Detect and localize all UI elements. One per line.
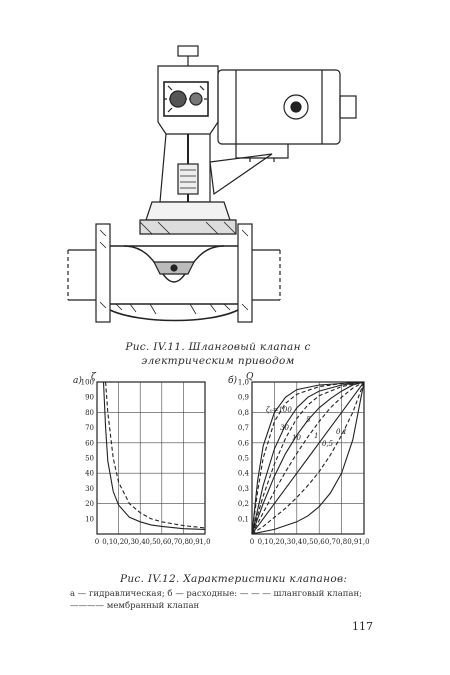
chart-b-x-tick: 0 <box>250 538 254 546</box>
right-flange <box>237 223 253 323</box>
chart-a-y-tick: 90 <box>85 394 94 402</box>
chart-a-y-tick: 20 <box>85 500 94 508</box>
figure-iv12-legend: а — гидравлическая; б — расходные: — — —… <box>70 589 363 611</box>
chart-b-frame <box>251 381 365 535</box>
chart-b-x-tick: 0,5 <box>302 538 313 546</box>
chart-b-curve-label: 0,5 <box>322 440 334 448</box>
chart-b-y-label: Q <box>246 372 254 382</box>
chart-b-curve-label: 30 <box>280 424 289 432</box>
chart-b-curve-label: ζ₀=100 <box>266 406 292 414</box>
valve-top-cap <box>177 45 199 57</box>
chart-b-curve-label: 0,1 <box>336 428 347 436</box>
valve-drawing <box>67 45 357 323</box>
chart-a-y-tick: 50 <box>85 455 94 463</box>
chart-b-x-tick: 0,2 <box>269 538 280 546</box>
figure-iv12-caption: Рис. IV.12. Характеристики клапанов: <box>120 573 348 585</box>
chart-b-x-tick: 1,0 <box>358 538 369 546</box>
chart-b-x-tick: 0,4 <box>291 538 303 546</box>
chart-b-y-tick: 0,2 <box>238 500 249 508</box>
chart-a-x-tick: 0,4 <box>135 538 147 546</box>
chart-b-curve-label: 1 <box>314 432 318 440</box>
chart-b-x-tick: 0,7 <box>325 538 336 546</box>
chart-b-series-line <box>251 381 365 535</box>
chart-b-series-line <box>251 381 365 535</box>
chart-a-y-tick: 80 <box>85 409 94 417</box>
gearbox-housing <box>157 65 219 135</box>
chart-a-series-line <box>105 381 206 529</box>
chart-b-y-tick: 1,0 <box>238 379 249 387</box>
chart-b-x-tick: 0,3 <box>280 538 291 546</box>
hose-pinch <box>123 245 225 283</box>
chart-a-x-tick: 0 <box>95 538 99 546</box>
chart-a-y-tick: 70 <box>85 424 94 432</box>
chart-b-curve-label: 5 <box>306 416 311 424</box>
chart-a-series-line <box>102 381 206 530</box>
chart-b-series-line <box>251 381 365 535</box>
chart-b-y-tick: 0,9 <box>238 394 249 402</box>
chart-a-y-tick: 10 <box>85 515 94 523</box>
page-number: 117 <box>352 620 373 633</box>
chart-b-series-line <box>251 381 365 535</box>
chart-a-x-tick: 0,2 <box>113 538 124 546</box>
chart-a-y-tick: 40 <box>85 470 94 478</box>
chart-b-y-tick: 0,5 <box>238 455 249 463</box>
chart-b-panel-label: б) <box>228 375 237 386</box>
chart-a-y-label: ζ <box>91 372 97 382</box>
chart-b-x-tick: 0,9 <box>347 538 358 546</box>
chart-a-y-tick: 30 <box>85 485 94 493</box>
chart-a-x-tick: 0,6 <box>156 538 168 546</box>
chart-b-curve-label: 10 <box>292 434 301 442</box>
chart-a-frame <box>96 381 206 535</box>
chart-b-y-tick: 0,8 <box>238 409 249 417</box>
chart-a-y-tick: 100 <box>81 379 94 387</box>
chart-a-x-tick: 0,7 <box>167 538 178 546</box>
chart-b-y-tick: 0,4 <box>238 470 250 478</box>
left-flange <box>95 223 111 323</box>
figure-iv11-caption: Рис. IV.11. Шланговый клапан с электриче… <box>125 341 311 367</box>
chart-b-y-tick: 0,3 <box>238 485 249 493</box>
chart-b-y-tick: 0,6 <box>238 439 250 447</box>
chart-b-x-tick: 0,1 <box>258 538 269 546</box>
chart-a-x-tick: 0,9 <box>189 538 200 546</box>
chart-a-y-tick: 60 <box>85 439 94 447</box>
chart-a-x-tick: 0,5 <box>145 538 156 546</box>
chart-b-x-tick: 0,6 <box>314 538 326 546</box>
chart-a-x-tick: 1,0 <box>199 538 210 546</box>
chart-b-series-line <box>251 381 365 535</box>
chart-a-x-tick: 0,8 <box>178 538 189 546</box>
chart-b-series-line <box>251 381 365 535</box>
chart-b-y-tick: 0,1 <box>238 515 249 523</box>
chart-a-x-tick: 0,1 <box>102 538 113 546</box>
chart-b-x-tick: 0,8 <box>336 538 347 546</box>
chart-a-panel-label: а) <box>73 375 82 386</box>
chart-b-y-tick: 0,7 <box>238 424 249 432</box>
chart-b-series-line <box>251 381 365 535</box>
chart-a-x-tick: 0,3 <box>124 538 135 546</box>
chart-b-series-line <box>251 381 365 535</box>
